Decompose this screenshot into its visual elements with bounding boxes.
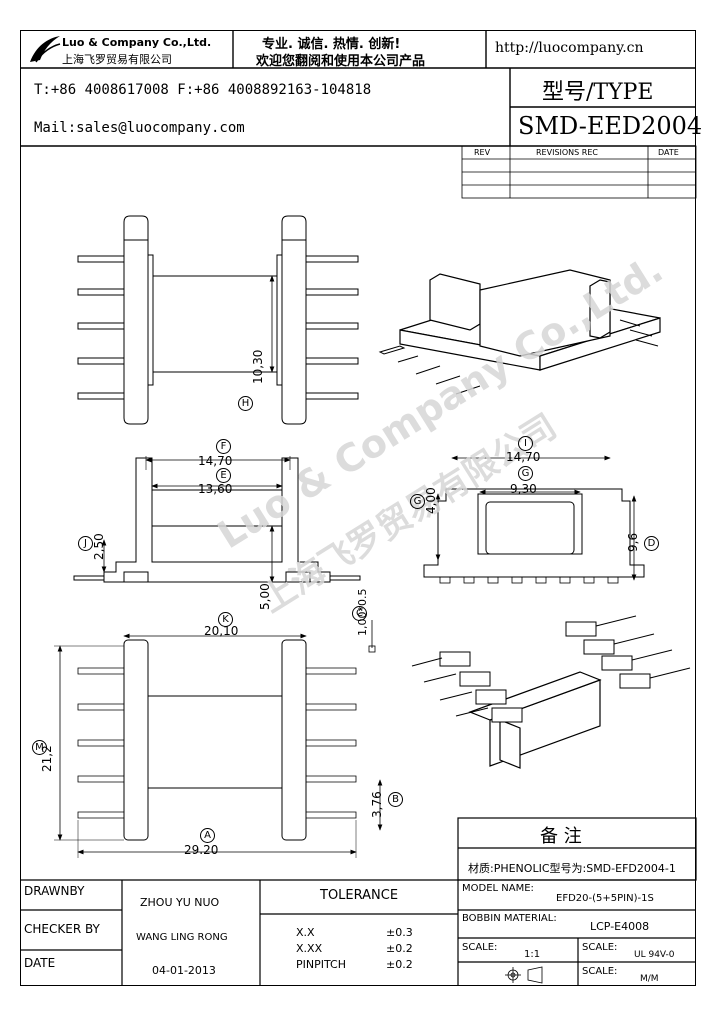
view-front xyxy=(73,456,376,653)
marker-a: A xyxy=(200,828,215,843)
dim-five: 5,00 xyxy=(258,583,272,610)
tol-val-0: ±0.3 xyxy=(386,926,413,939)
dim-a: 29.20 xyxy=(184,843,219,857)
phone-line: T:+86 4008617008 F:+86 4008892163-104818 xyxy=(34,82,372,98)
scale3-label: SCALE: xyxy=(582,966,618,977)
drawnby-label: DRAWNBY xyxy=(24,884,85,898)
marker-e: E xyxy=(216,468,231,483)
rev-col-date: DATE xyxy=(658,148,679,157)
dim-b: 3,76 xyxy=(370,791,384,818)
marker-g: G xyxy=(518,466,533,481)
marker-g2: G xyxy=(410,494,425,509)
scale2-value: UL 94V-0 xyxy=(634,950,675,960)
tol-key-0: X.X xyxy=(296,926,315,939)
bobbin-label: BOBBIN MATERIAL: xyxy=(462,913,557,924)
notes-title: 备 注 xyxy=(540,826,582,847)
dim-i: 14,70 xyxy=(506,450,541,464)
logo-icon xyxy=(30,36,61,63)
marker-m: M xyxy=(32,740,47,755)
type-value: SMD-EED2004 xyxy=(518,112,703,140)
tol-key-2: PINPITCH xyxy=(296,958,347,971)
marker-f: F xyxy=(216,439,231,454)
website[interactable]: http://luocompany.cn xyxy=(495,40,644,56)
checker-label: CHECKER BY xyxy=(24,922,100,936)
date-label: DATE xyxy=(24,956,56,970)
scale3-value: M/M xyxy=(640,974,659,984)
checker-value: WANG LING RONG xyxy=(136,932,228,943)
model-label: MODEL NAME: xyxy=(462,883,534,894)
view-iso-top xyxy=(378,269,661,395)
scale-label: SCALE: xyxy=(462,942,498,953)
model-value: EFD20-(5+5PIN)-1S xyxy=(556,893,654,904)
dim-g: 9,30 xyxy=(510,482,537,496)
notes-material: 材质:PHENOLIC型号为:SMD-EFD2004-1 xyxy=(468,862,676,875)
marker-k: K xyxy=(218,612,233,627)
marker-c: C xyxy=(352,606,367,621)
tolerance-label: TOLERANCE xyxy=(320,888,399,903)
view-front-right xyxy=(423,455,645,584)
dim-j: 2,50 xyxy=(92,533,106,560)
rev-col-rec: REVISIONS REC xyxy=(536,148,598,157)
projection-symbol-icon xyxy=(505,966,543,984)
slogan-line2: 欢迎您翻阅和使用本公司产品 xyxy=(256,54,426,69)
drawing-frame xyxy=(20,30,696,986)
bobbin-value: LCP-E4008 xyxy=(590,920,650,933)
slogan-line1: 专业. 诚信. 热情. 创新! xyxy=(262,37,401,52)
dim-f: 14,70 xyxy=(198,454,233,468)
scale-value: 1:1 xyxy=(524,949,541,960)
dim-d: 9,6 xyxy=(626,532,640,552)
tol-val-2: ±0.2 xyxy=(386,958,413,971)
date-value: 04-01-2013 xyxy=(152,964,216,977)
marker-b: B xyxy=(388,792,403,807)
dim-h: 10,30 xyxy=(251,349,265,384)
tol-key-1: X.XX xyxy=(296,942,323,955)
dim-k: 20,10 xyxy=(204,624,239,638)
scale2-label: SCALE: xyxy=(582,942,618,953)
view-side-top xyxy=(77,215,359,425)
dim-e: 13,60 xyxy=(198,482,233,496)
marker-i: I xyxy=(518,436,533,451)
company-name-en: Luo & Company Co.,Ltd. xyxy=(62,36,212,49)
marker-d: D xyxy=(644,536,659,551)
mail-line[interactable]: Mail:sales@luocompany.com xyxy=(34,120,245,136)
view-plan xyxy=(54,633,383,858)
marker-j: J xyxy=(78,536,93,551)
drawnby-value: ZHOU YU NUO xyxy=(140,896,220,909)
dim-four: 4,00 xyxy=(424,487,438,514)
company-name-cn: 上海飞罗贸易有限公司 xyxy=(62,53,172,66)
type-label: 型号/TYPE xyxy=(542,80,654,105)
tol-val-1: ±0.2 xyxy=(386,942,413,955)
rev-col-rev: REV xyxy=(474,148,491,157)
marker-h: H xyxy=(238,396,253,411)
view-iso-bottom xyxy=(411,615,691,769)
